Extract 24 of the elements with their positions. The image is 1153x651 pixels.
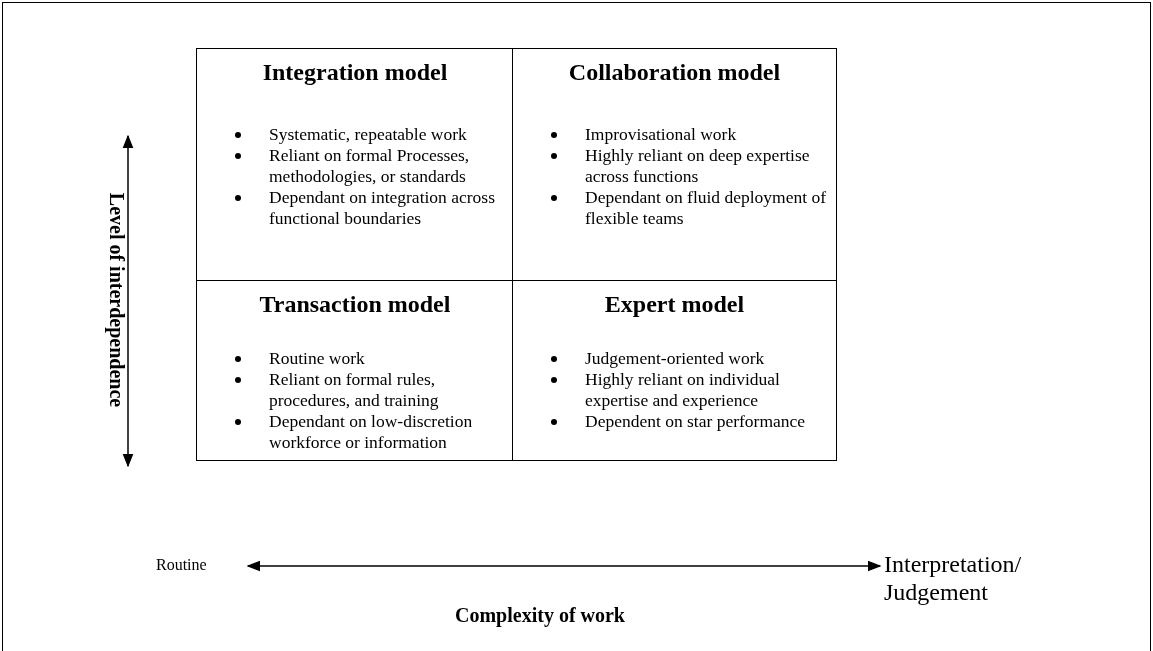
quadrant-heading: Integration model (261, 59, 449, 86)
bullet-text: Improvisational work (585, 124, 737, 144)
bullet-text: Highly reliant on individual expertise and experience (585, 369, 780, 410)
axis-end-label: Routine (156, 556, 207, 574)
axis-title: Level of interdependence (105, 191, 128, 410)
bullet-text: Routine work (269, 348, 365, 368)
matrix-cell (196, 48, 514, 282)
bullet-text: Judgement-oriented work (585, 348, 765, 368)
quadrant-heading: Expert model (603, 291, 746, 318)
bullet-text: Reliant on formal Processes, methodologies, or standards (269, 145, 470, 186)
matrix-cell (512, 48, 837, 282)
bullet-text: Systematic, repeatable work (269, 124, 467, 144)
quadrant-heading: Collaboration model (567, 59, 782, 86)
matrix-cell (196, 280, 514, 461)
bullet-text: Dependant on integration across functional boundaries (269, 187, 495, 228)
bullet-text: Dependant on fluid deployment of flexible teams (585, 187, 827, 228)
bullet-text: Dependant on low-discretion workforce or information (269, 411, 473, 452)
axis-title: Complexity of work (454, 604, 626, 627)
axis-end-label: Interpretation/ Judgement (884, 550, 1023, 606)
matrix-cell (512, 280, 837, 461)
bullet-text: Dependent on star performance (585, 411, 806, 431)
quadrant-heading: Transaction model (258, 291, 452, 318)
bullet-text: Reliant on formal rules, procedures, and training (269, 369, 439, 410)
bullet-text: Highly reliant on deep expertise across functions (585, 145, 810, 186)
